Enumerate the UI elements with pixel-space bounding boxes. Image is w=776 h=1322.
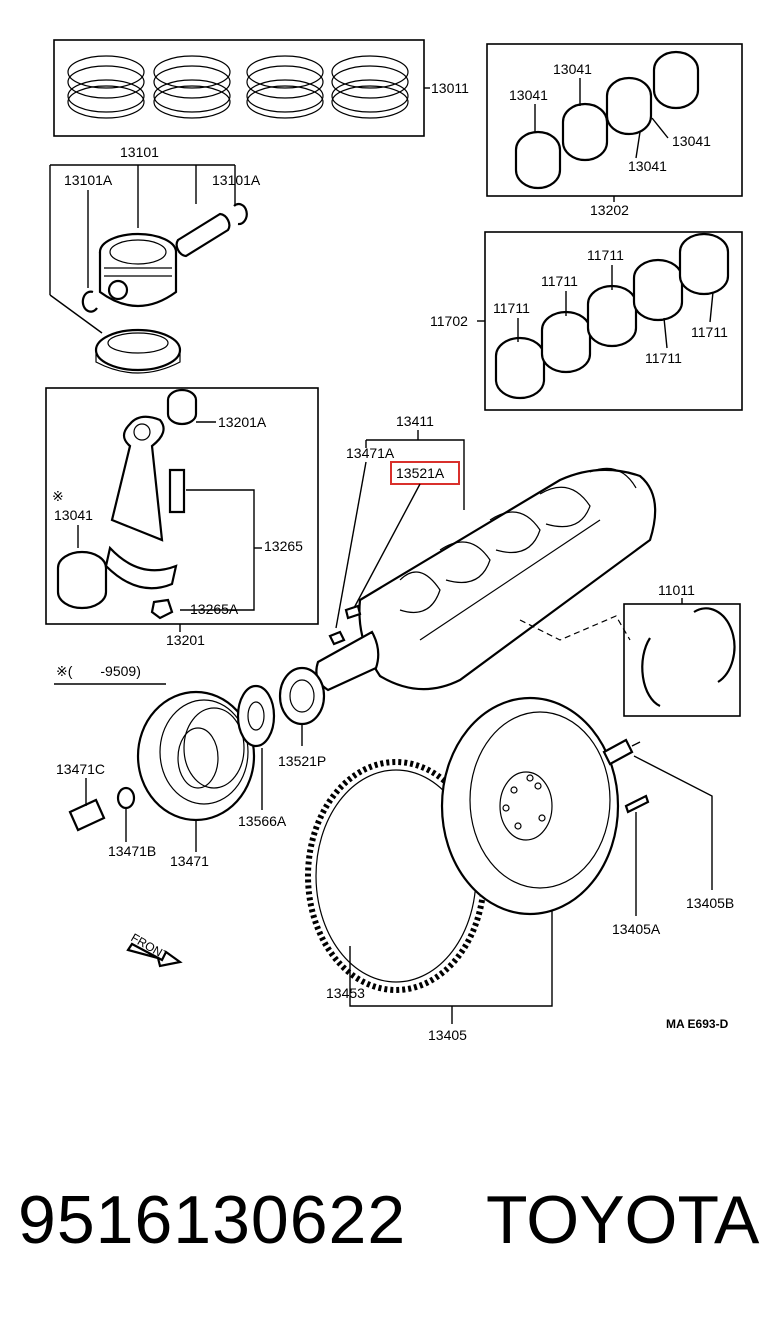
label-13041-br: 13041 [628, 158, 667, 174]
flywheel-bolt [602, 738, 634, 766]
ref-code: MA E693-D [666, 1017, 729, 1031]
label-13265a: 13265A [190, 601, 239, 617]
pulley-plate [236, 684, 276, 748]
thrust-washer-group: 11011 [623, 582, 741, 717]
label-13471c: 13471C [56, 761, 105, 777]
label-13471a: 13471A [346, 445, 395, 461]
label-11711-b: 11711 [541, 273, 578, 289]
label-11702: 11702 [430, 313, 468, 329]
label-13011: 13011 [431, 80, 469, 96]
rod-bearing-group: 13041 13041 13041 13041 13202 [486, 43, 743, 218]
label-13101a-right: 13101A [212, 172, 261, 188]
thrust-washer-left [641, 637, 661, 708]
part-number: 9516130622 [18, 1182, 407, 1258]
label-13201: 13201 [166, 632, 205, 648]
crank-key-a [344, 604, 362, 620]
flywheel-pin [624, 794, 650, 814]
connecting-rod-box [45, 387, 319, 625]
crank-key-b [328, 630, 346, 646]
label-13521p: 13521P [278, 753, 326, 769]
brand-name: TOYOTA [486, 1182, 760, 1258]
label-13471: 13471 [170, 853, 209, 869]
piston-assembly-group: 13101 13101A 13101A [49, 144, 261, 374]
snap-ring-left [81, 290, 98, 313]
label-13041-rod: 13041 [54, 507, 93, 523]
label-13041-tc: 13041 [553, 61, 592, 77]
pulley-group: 13521P 13566A 13471C 13471B 13471 FRONT [56, 666, 326, 968]
label-13521a: 13521A [396, 465, 445, 481]
label-13405a: 13405A [612, 921, 661, 937]
thrust-washer-box [623, 603, 741, 717]
label-13101a-left: 13101A [64, 172, 113, 188]
flywheel [440, 696, 620, 916]
parts-diagram: 13011 13101 13101A 13101A [45, 39, 743, 1043]
piston-pin [175, 212, 231, 258]
label-13453: 13453 [326, 985, 365, 1001]
pulley-bolt [68, 798, 106, 832]
thrust-washer-right [693, 607, 736, 683]
label-11711-e: 11711 [645, 350, 682, 366]
label-13041-tr: 13041 [672, 133, 711, 149]
label-11711-a: 11711 [587, 247, 624, 263]
label-11711-c: 11711 [493, 300, 530, 316]
piston-rings-group: 13011 [53, 39, 469, 137]
crank-pulley [136, 690, 256, 822]
main-bearing-group: 11711 11711 11711 11711 11711 11702 [430, 231, 743, 411]
label-13566a: 13566A [238, 813, 287, 829]
label-13405: 13405 [428, 1027, 467, 1043]
label-13265: 13265 [264, 538, 303, 554]
highlight-13521a [390, 461, 460, 485]
label-13471b: 13471B [108, 843, 156, 859]
piston [98, 232, 178, 308]
rod-bearing-shell [56, 550, 108, 610]
front-arrow: FRONT [126, 930, 183, 968]
label-13101: 13101 [120, 144, 159, 160]
label-11711-d: 11711 [691, 324, 728, 340]
rod-bolt [168, 468, 186, 514]
crank-snout [315, 630, 380, 692]
star-mark: ※ [52, 488, 64, 504]
crankshaft-group: 13411 13471A 13521A [315, 413, 657, 692]
label-11011: 11011 [658, 582, 695, 598]
connecting-rod [110, 415, 165, 542]
flywheel-group: 13405 13405B 13405A [349, 696, 734, 1043]
piston-skirt [94, 328, 182, 374]
timing-gear [278, 666, 326, 726]
rod-nut [150, 598, 174, 620]
rod-cap [104, 545, 178, 590]
snap-ring-right [233, 203, 248, 226]
label-13201a: 13201A [218, 414, 267, 430]
label-13411: 13411 [396, 413, 434, 429]
label-13405b: 13405B [686, 895, 734, 911]
pulley-washer [116, 786, 136, 810]
label-13202: 13202 [590, 202, 629, 218]
connecting-rod-group: 13201A 13265 13265A ※ 13041 13201 [45, 387, 319, 648]
note-mark: ※( -9509) [56, 663, 141, 679]
label-13041-tl: 13041 [509, 87, 548, 103]
crankshaft [358, 468, 657, 691]
